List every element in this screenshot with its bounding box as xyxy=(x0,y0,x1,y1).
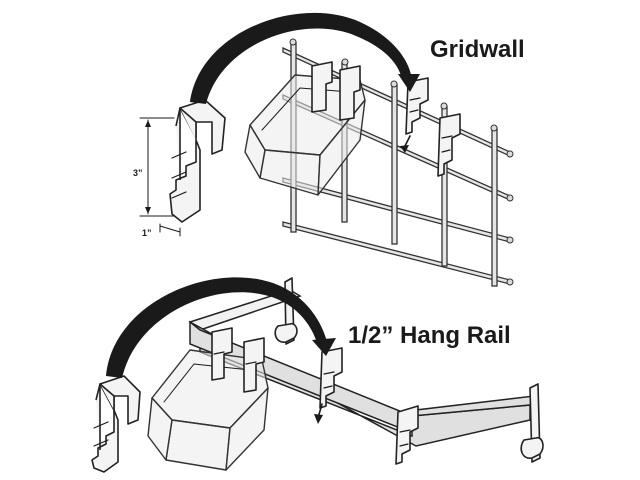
rail-clip-target xyxy=(319,347,343,409)
dimension-depth: 1” xyxy=(142,223,181,238)
gridwall-loose-clip xyxy=(169,99,226,223)
gridwall-clip-target xyxy=(405,77,429,135)
dimension-height: 3” xyxy=(133,117,175,217)
rail-clip-right xyxy=(395,405,419,465)
rail-arrow xyxy=(106,277,336,378)
gridwall-label: Gridwall xyxy=(430,36,525,63)
gridwall-clip-right xyxy=(437,113,461,177)
rail-clip-mid xyxy=(243,337,265,393)
rail-clip-left xyxy=(211,327,233,381)
gridwall-clip-mid xyxy=(339,65,361,121)
rail-small-arrow xyxy=(314,403,323,424)
gridwall-arrow xyxy=(190,12,420,104)
hang-rail-label: 1/2” Hang Rail xyxy=(348,322,511,349)
gridwall-clip-left xyxy=(311,61,333,113)
rail-loose-clip xyxy=(91,375,141,473)
gridwall-small-arrow xyxy=(400,135,411,153)
hang-rail-section: 1/2” Hang Rail xyxy=(91,277,544,473)
gridwall-section: 3” 1” Gridwall xyxy=(133,12,525,287)
height-label: 3” xyxy=(133,168,143,178)
gridwall-bin xyxy=(244,74,366,196)
depth-label: 1” xyxy=(142,228,152,238)
rail-bin xyxy=(147,349,269,471)
